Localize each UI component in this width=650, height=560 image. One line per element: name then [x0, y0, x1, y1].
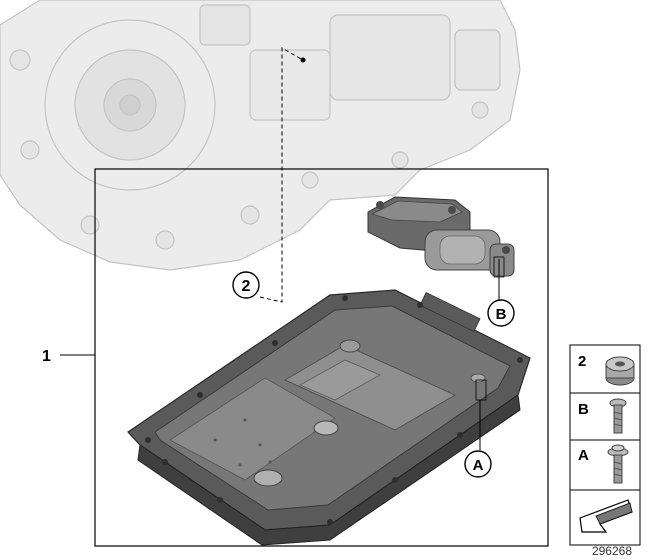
plug-icon	[605, 356, 635, 386]
direction-arrow-icon	[579, 499, 633, 533]
callout-a-target	[475, 379, 487, 401]
callout-1-label: 1	[42, 348, 51, 365]
legend-key-2: 2	[578, 353, 586, 370]
legend-key-b: B	[578, 401, 589, 418]
image-reference-number: 296268	[592, 544, 632, 558]
callout-2-point	[300, 57, 306, 63]
oil-pan	[127, 289, 531, 546]
callout-a-bubble	[464, 450, 492, 478]
screw-b-icon	[609, 398, 627, 434]
screw-a-icon	[607, 444, 629, 484]
callout-b-bubble	[487, 299, 515, 327]
assembly-frame	[94, 168, 549, 547]
actuator-unit	[367, 196, 515, 277]
callout-b-label: B	[496, 306, 507, 323]
parts-legend: 2 B A	[569, 344, 641, 546]
legend-key-a: A	[578, 447, 589, 464]
callout-b-target	[493, 256, 505, 278]
callout-2-leader	[259, 47, 304, 303]
transmission-housing-ghost	[0, 0, 521, 271]
callout-a-label: A	[473, 457, 484, 474]
callout-2-bubble	[232, 271, 260, 299]
callout-2-label: 2	[242, 278, 251, 295]
